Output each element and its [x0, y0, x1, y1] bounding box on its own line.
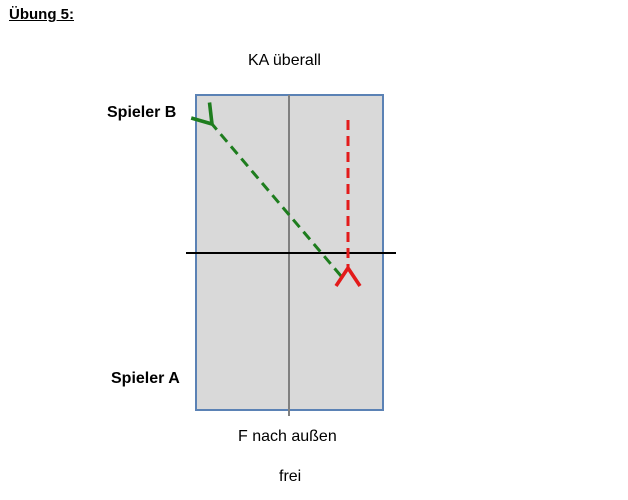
green-dashed-arrow [190, 102, 343, 277]
bottom-label: F nach außen [238, 428, 337, 445]
top-label: KA überall [248, 52, 321, 69]
player-a-label: Spieler A [111, 370, 180, 387]
player-b-label: Spieler B [107, 104, 177, 121]
bottom-label-2: frei [279, 468, 302, 485]
exercise-title: Übung 5: [9, 6, 74, 23]
